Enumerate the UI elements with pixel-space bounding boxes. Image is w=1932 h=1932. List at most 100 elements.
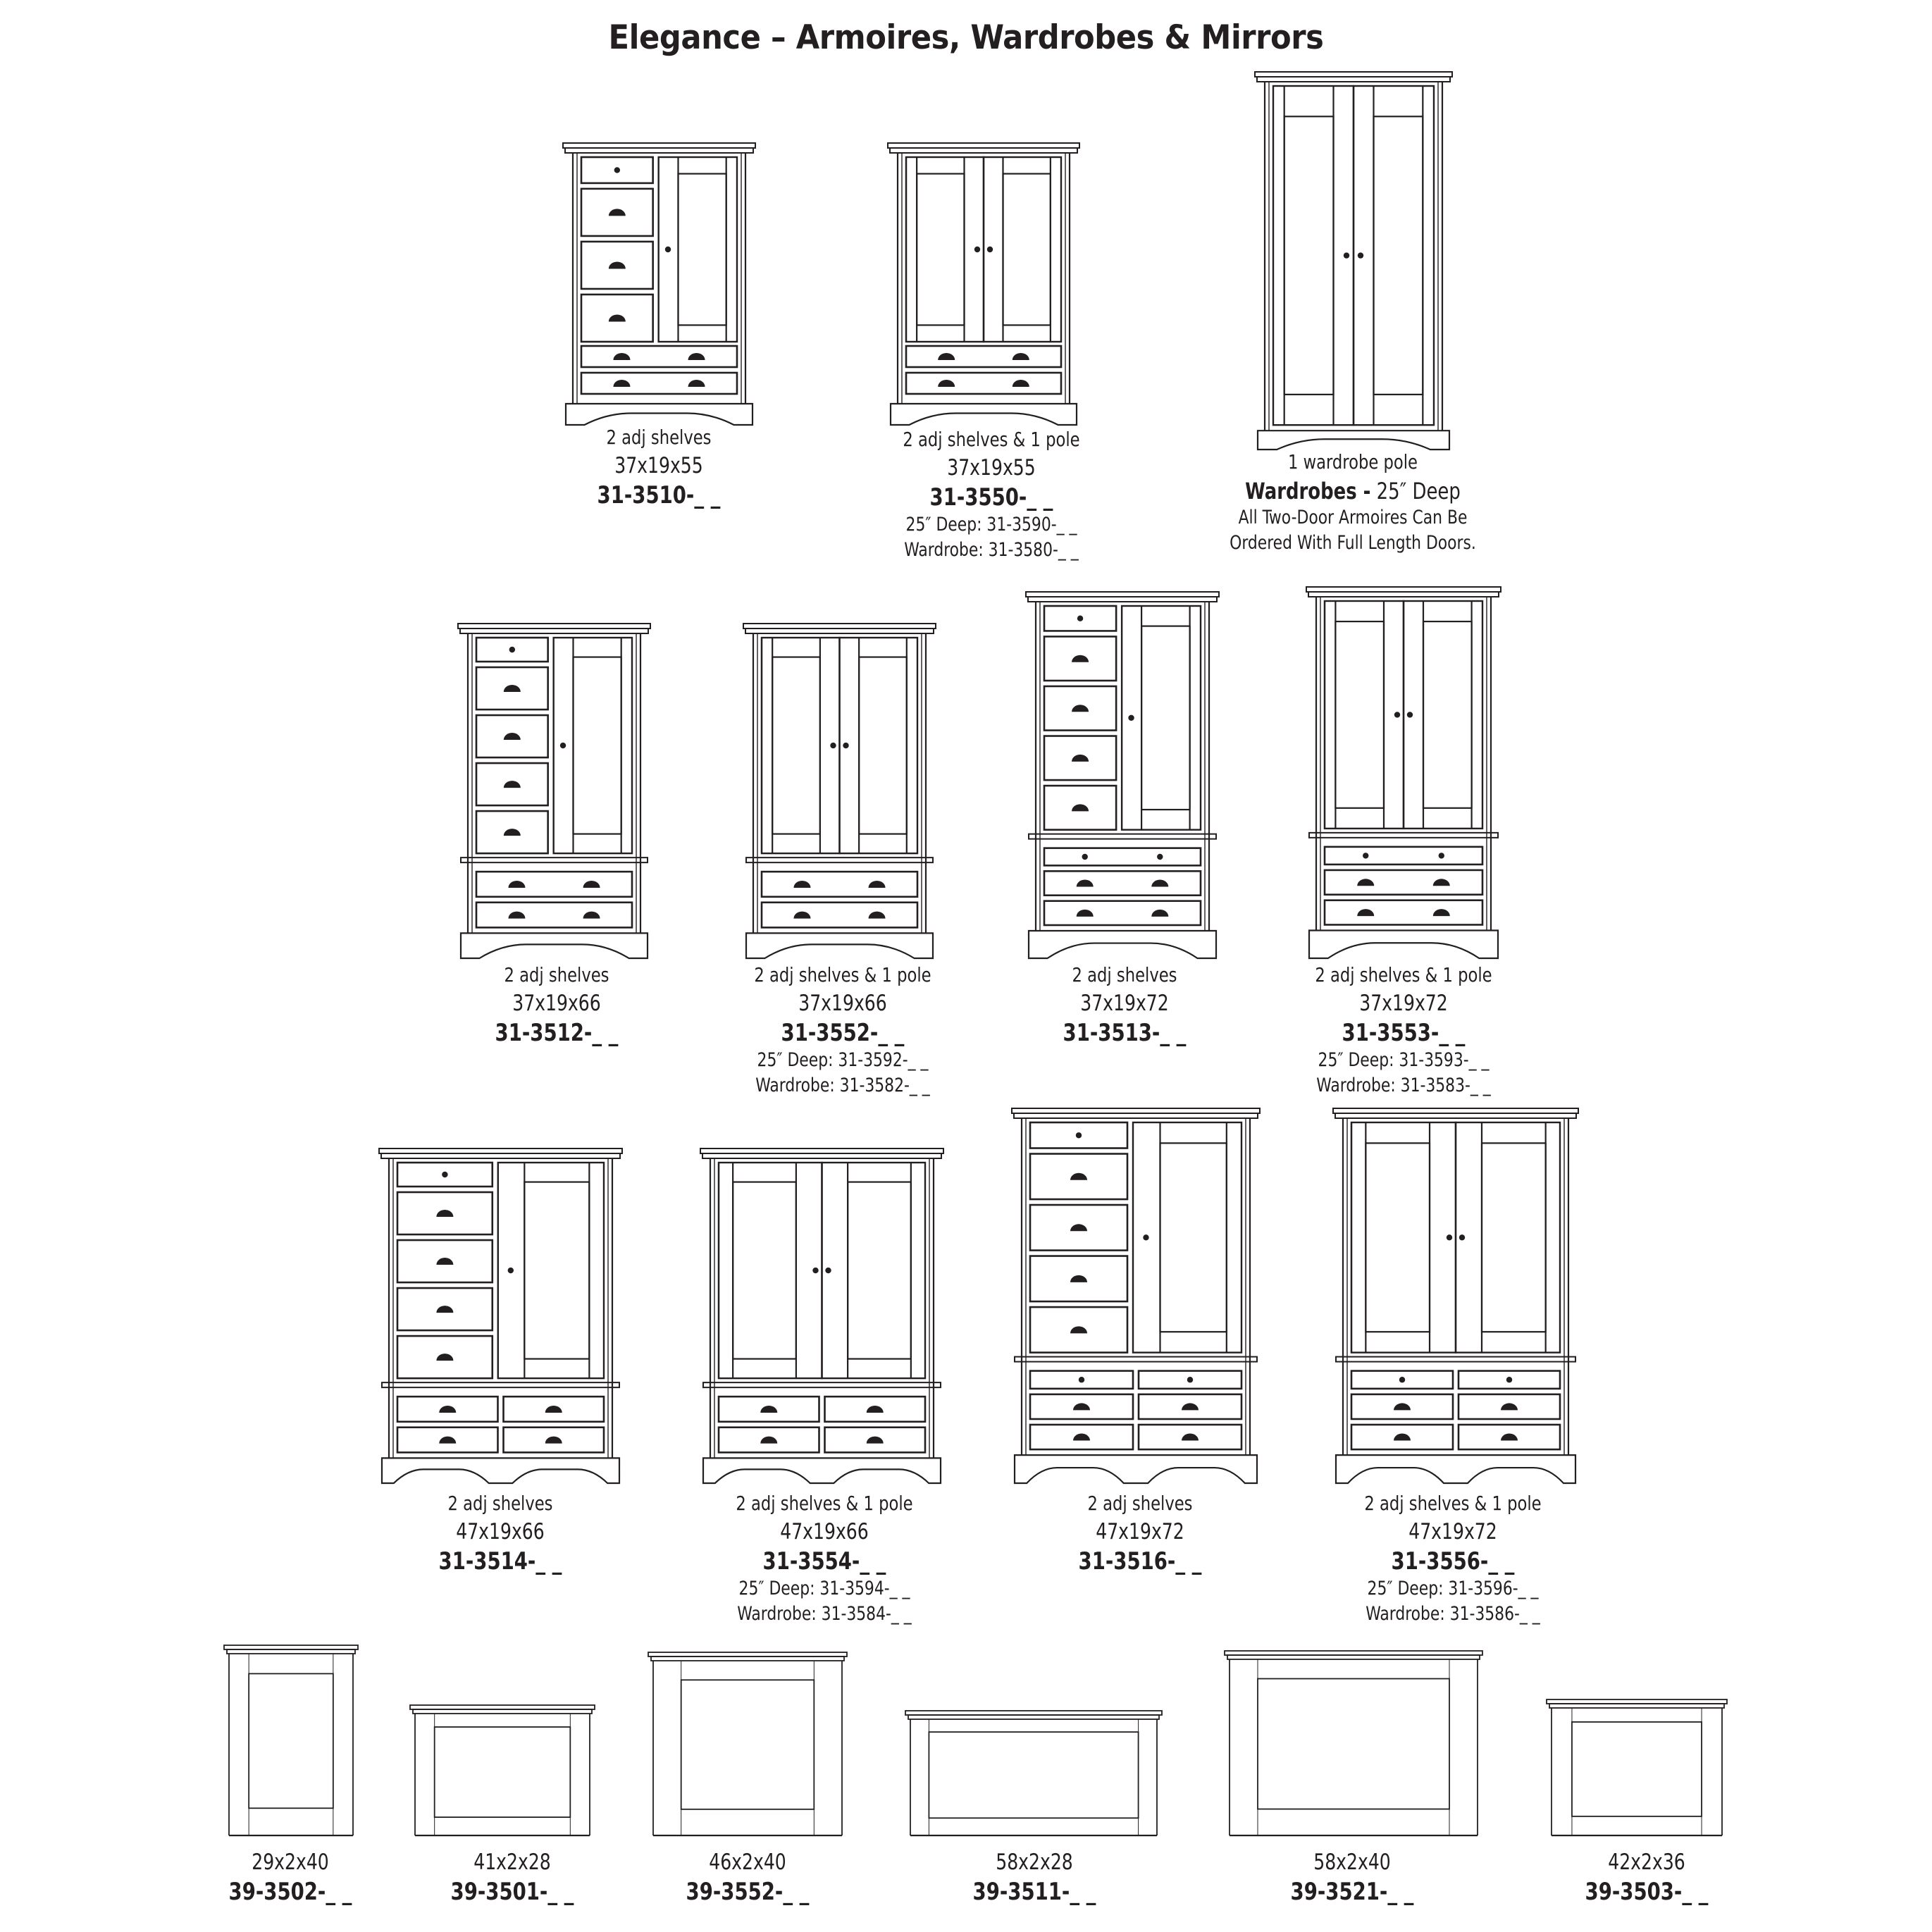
armoire-caption: 2 adj shelves 37x19x66 31-3512-_ _ [488,965,625,1051]
sku-number: 31-3553-_ _ [1342,1019,1466,1047]
wardrobe-variant-sku: Wardrobe: 31-3584-_ _ [737,1603,912,1625]
sku-number: 39-3502-_ _ [228,1878,352,1906]
armoire-31-3516 [1011,1108,1261,1485]
armoire-drawing [378,1148,623,1485]
armoire-caption: 2 adj shelves & 1 pole 47x19x66 31-3554-_ … [726,1494,922,1630]
shelf-note: 2 adj shelves [606,426,712,449]
armoire-caption: 2 adj shelves 47x19x72 31-3516-_ _ [1072,1494,1208,1579]
armoire-drawing [457,623,651,960]
dimensions: 37x19x72 [1080,991,1169,1016]
armoire-drawing [1011,1108,1261,1485]
armoire-caption: 2 adj shelves 37x19x72 31-3513-_ _ [1056,965,1193,1051]
dimensions: 58x2x40 [1313,1850,1391,1875]
armoire-31-3513 [1025,591,1220,960]
deep-variant-sku: 25″ Deep: 31-3592-_ _ [757,1049,929,1071]
armoire-31-3556 [1332,1108,1579,1485]
shelf-note: 2 adj shelves [1087,1492,1193,1515]
dimensions: 37x19x66 [798,991,887,1016]
armoire-caption: 2 adj shelves 37x19x55 31-3510-_ _ [590,428,727,513]
shelf-note: 2 adj shelves & 1 pole [736,1492,913,1515]
armoire-31-3512 [457,623,651,960]
sku-number: 31-3512-_ _ [495,1019,619,1047]
mirror-caption: 58x2x40 39-3521-_ _ [1284,1852,1420,1909]
shelf-note: 2 adj shelves & 1 pole [903,428,1080,451]
dimensions: 37x19x55 [614,453,703,478]
dimensions: 37x19x72 [1359,991,1448,1016]
dimensions: 46x2x40 [709,1850,786,1875]
wardrobe-heading: Wardrobes - 25″ Deep [1245,478,1461,504]
wardrobe-variant-sku: Wardrobe: 31-3580-_ _ [904,539,1079,561]
dimensions: 37x19x66 [512,991,601,1016]
shelf-note: 2 adj shelves [1072,963,1177,986]
armoire-31-3554 [700,1148,944,1485]
dimensions: 47x19x66 [780,1519,869,1544]
sku-number: 31-3554-_ _ [762,1547,886,1575]
mirror-drawing [223,1645,359,1837]
mirror-caption: 58x2x28 39-3511-_ _ [966,1852,1103,1909]
sku-number: 31-3514-_ _ [438,1547,562,1575]
sku-number: 31-3552-_ _ [781,1019,905,1047]
shelf-note: 2 adj shelves & 1 pole [754,963,931,986]
shelf-note: 2 adj shelves [447,1492,553,1515]
mirror-drawing [648,1652,848,1837]
wardrobe-info-line: All Two-Door Armoires Can Be [1238,507,1468,528]
armoire-31-3550 [887,142,1080,426]
mirror-drawing [1224,1650,1483,1837]
mirror-caption: 29x2x40 39-3502-_ _ [222,1852,359,1909]
shelf-note: 2 adj shelves [504,963,609,986]
armoire-caption: 2 adj shelves & 1 pole 47x19x72 31-3556-_ … [1354,1494,1551,1630]
dimensions: 41x2x28 [473,1850,551,1875]
sku-number: 39-3501-_ _ [450,1878,574,1906]
armoire-drawing [1306,586,1501,960]
sku-number: 31-3510-_ _ [597,481,721,509]
wardrobe-pole-note: 1 wardrobe pole [1287,450,1418,473]
sku-number: 31-3516-_ _ [1078,1547,1202,1575]
dimensions: 37x19x55 [947,455,1036,481]
shelf-note: 2 adj shelves & 1 pole [1315,963,1492,986]
page-title: Elegance – Armoires, Wardrobes & Mirrors [608,18,1324,57]
wardrobe-drawing [1254,71,1453,451]
dimensions: 42x2x36 [1608,1850,1685,1875]
armoire-31-3553 [1306,586,1501,960]
wardrobe-variant-sku: Wardrobe: 31-3582-_ _ [755,1075,930,1096]
armoire-drawing [562,142,756,426]
shelf-note: 2 adj shelves & 1 pole [1364,1492,1542,1515]
dimensions: 58x2x28 [996,1850,1073,1875]
armoire-drawing [887,142,1080,426]
sku-number: 31-3550-_ _ [929,483,1053,512]
dimensions: 29x2x40 [252,1850,329,1875]
armoire-caption: 2 adj shelves & 1 pole 37x19x66 31-3552-_ … [744,965,941,1101]
mirror-drawing [1546,1699,1728,1837]
armoire-drawing [1332,1108,1579,1485]
armoire-drawing [700,1148,944,1485]
mirror-drawing [409,1704,595,1837]
armoire-caption: 2 adj shelves 47x19x66 31-3514-_ _ [432,1494,569,1579]
sku-number: 31-3556-_ _ [1391,1547,1515,1575]
mirror-caption: 46x2x40 39-3552-_ _ [679,1852,816,1909]
sku-number: 39-3552-_ _ [686,1878,810,1906]
wardrobe-variant-sku: Wardrobe: 31-3586-_ _ [1366,1603,1540,1625]
sku-number: 39-3521-_ _ [1290,1878,1414,1906]
armoire-drawing [1025,591,1220,960]
armoire-31-3510 [562,142,756,426]
armoire-31-3514 [378,1148,623,1485]
mirror-drawing [905,1710,1163,1837]
deep-variant-sku: 25″ Deep: 31-3590-_ _ [905,514,1077,535]
armoire-caption: 2 adj shelves & 1 pole 37x19x72 31-3553-_ … [1305,965,1501,1101]
armoire-drawing [743,623,936,960]
wardrobe-variant-sku: Wardrobe: 31-3583-_ _ [1316,1075,1491,1096]
mirror-caption: 41x2x28 39-3501-_ _ [444,1852,581,1909]
dimensions: 47x19x72 [1408,1519,1497,1544]
deep-variant-sku: 25″ Deep: 31-3593-_ _ [1318,1049,1490,1071]
deep-variant-sku: 25″ Deep: 31-3596-_ _ [1367,1578,1539,1599]
sku-number: 31-3513-_ _ [1063,1019,1187,1047]
sku-number: 39-3511-_ _ [972,1878,1096,1906]
armoire-31-3552 [743,623,936,960]
deep-variant-sku: 25″ Deep: 31-3594-_ _ [738,1578,910,1599]
mirror-caption: 42x2x36 39-3503-_ _ [1578,1852,1715,1909]
sku-number: 39-3503-_ _ [1585,1878,1709,1906]
dimensions: 47x19x66 [456,1519,545,1544]
dimensions: 47x19x72 [1096,1519,1184,1544]
wardrobe-info-line: Ordered With Full Length Doors. [1230,532,1476,554]
